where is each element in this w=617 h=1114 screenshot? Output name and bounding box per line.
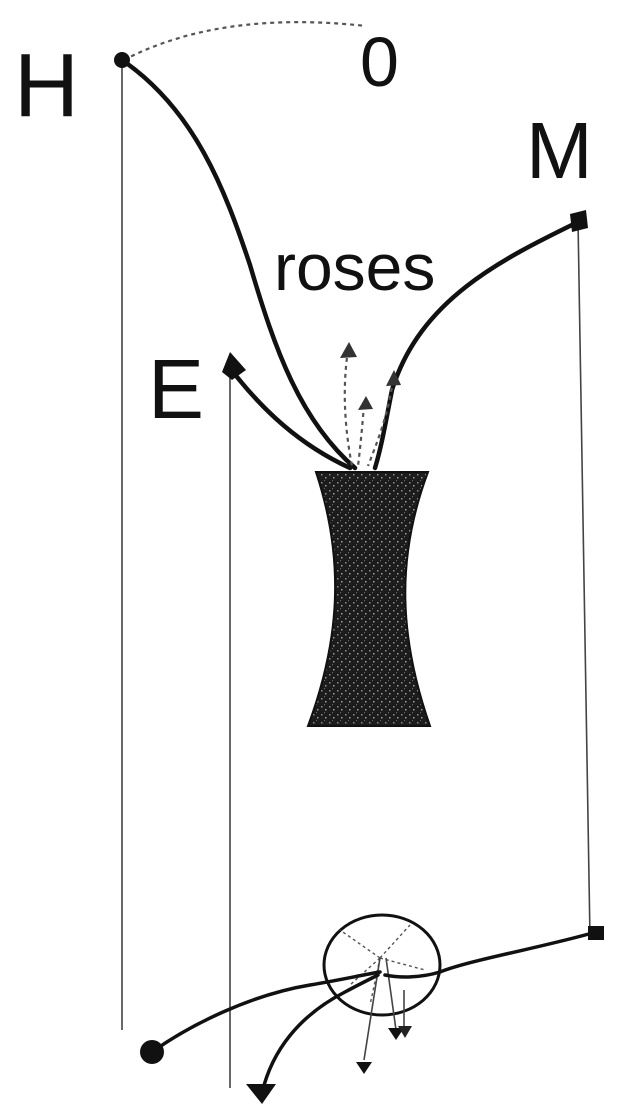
m-rose-head [570, 210, 588, 232]
label-h: H [14, 36, 79, 136]
lens-rays [340, 925, 425, 1005]
label-roses: roses [274, 230, 435, 304]
mirror-h-head [140, 1040, 164, 1064]
label-zero: 0 [360, 23, 399, 101]
mirror-m-head [588, 926, 604, 940]
mirror-small-head-1 [356, 1062, 372, 1074]
angle-arc [124, 22, 366, 60]
mirror-h-stem [152, 972, 380, 1052]
mirror-m-stem [385, 932, 596, 977]
lens-ray-down-2 [386, 958, 396, 1030]
m-projection-line [578, 220, 590, 938]
e-rose-head [222, 352, 246, 380]
small-stem-3 [358, 405, 364, 466]
label-m: M [526, 106, 593, 195]
small-rose-head-1 [340, 342, 357, 358]
small-stem-1 [345, 350, 352, 466]
vase [308, 472, 430, 726]
mirror-e-head [246, 1084, 276, 1104]
small-rose-head-3 [358, 396, 373, 410]
e-rose-stem [230, 368, 350, 468]
mirror-lens [324, 915, 440, 1015]
label-e: E [148, 342, 204, 436]
h-rose-head [114, 52, 130, 68]
